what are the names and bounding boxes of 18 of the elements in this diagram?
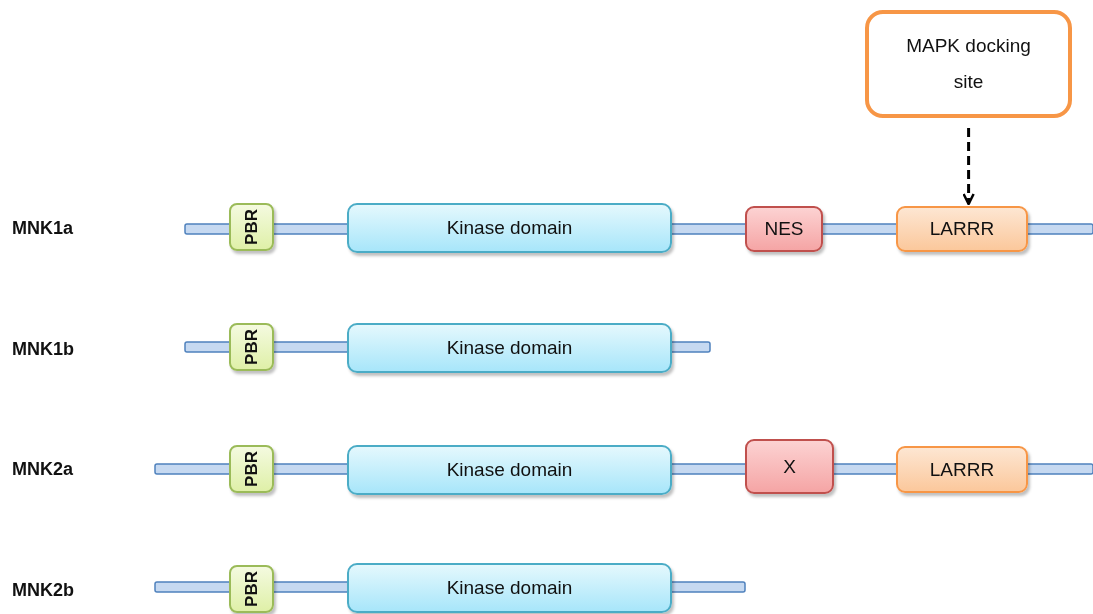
domain-box: Kinase domain	[347, 323, 672, 373]
domain-box: Kinase domain	[347, 203, 672, 253]
domain-box: LARRR	[896, 446, 1028, 493]
domain-box: PBR	[229, 203, 274, 251]
domain-box: NES	[745, 206, 823, 252]
callout-box: MAPK docking site	[865, 10, 1072, 118]
isoform-label: MNK2b	[12, 580, 74, 601]
domain-box: Kinase domain	[347, 445, 672, 495]
isoform-label: MNK1b	[12, 339, 74, 360]
domain-box: PBR	[229, 565, 274, 613]
domain-box: PBR	[229, 323, 274, 371]
domain-box: LARRR	[896, 206, 1028, 252]
isoform-label: MNK2a	[12, 459, 73, 480]
isoform-label: MNK1a	[12, 218, 73, 239]
domain-box: X	[745, 439, 834, 494]
domain-box: PBR	[229, 445, 274, 493]
domain-box: Kinase domain	[347, 563, 672, 613]
arrow	[962, 128, 975, 206]
